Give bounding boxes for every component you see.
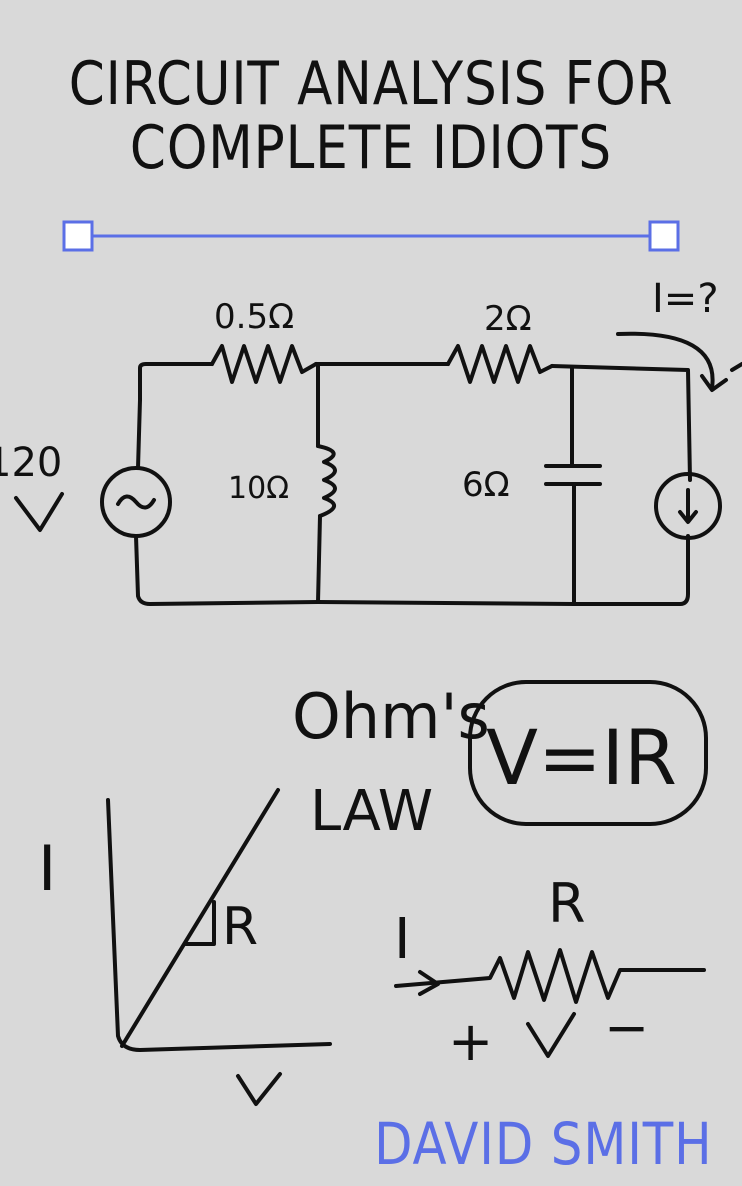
label-current-unknown: I=? bbox=[652, 276, 719, 322]
cover-title: CIRCUIT ANALYSIS FOR COMPLETE IDIOTS bbox=[52, 52, 690, 180]
polarity-plus: + bbox=[448, 1010, 493, 1073]
resistor-r-label: R bbox=[548, 872, 586, 935]
circuit-diagram bbox=[14, 331, 742, 606]
author-name: DAVID SMITH bbox=[373, 1110, 712, 1178]
wire-bottom bbox=[316, 534, 690, 606]
ohms-heading-line-1: Ohm's bbox=[292, 680, 490, 753]
label-capacitor: 6Ω bbox=[462, 465, 510, 505]
selection-handle-left[interactable] bbox=[62, 220, 94, 252]
graph-slope-label: R bbox=[222, 897, 258, 957]
circuit-labels: 0.5Ω 2Ω 10Ω 6Ω I=? 120 bbox=[0, 276, 719, 506]
wire-left-lower bbox=[134, 534, 320, 606]
ac-wave-icon bbox=[116, 494, 156, 510]
label-r-0-5: 0.5Ω bbox=[214, 297, 294, 337]
ohms-formula: V=IR bbox=[486, 713, 677, 802]
wire-left-upper bbox=[136, 398, 142, 470]
current-pointer-arrow-icon bbox=[616, 331, 728, 392]
wire-top-right bbox=[550, 364, 692, 482]
resistor-current-label: I bbox=[394, 907, 411, 972]
graph-y-label: I bbox=[38, 832, 56, 905]
current-arrow-icon bbox=[418, 970, 440, 996]
ohms-law-block: Ohm's LAW V=IR bbox=[292, 680, 708, 844]
label-inductor: 10Ω bbox=[228, 471, 289, 506]
resistor-0-5-ohm bbox=[210, 344, 318, 384]
arrow-down-icon bbox=[678, 488, 698, 524]
volt-mark bbox=[14, 492, 64, 532]
selection-bar[interactable] bbox=[62, 220, 680, 252]
inductor-coil bbox=[316, 444, 337, 518]
label-source-voltage: 120 bbox=[0, 440, 62, 486]
title-line-1: CIRCUIT ANALYSIS FOR bbox=[68, 49, 674, 119]
current-source-symbol bbox=[654, 472, 722, 540]
slope-triangle bbox=[184, 900, 216, 946]
polarity-minus: − bbox=[604, 996, 649, 1059]
resistor-zigzag bbox=[394, 948, 706, 1004]
selection-handle-right[interactable] bbox=[648, 220, 680, 252]
ohms-heading-line-2: LAW bbox=[310, 779, 433, 844]
formula-box bbox=[468, 680, 708, 826]
resistor-2-ohm bbox=[446, 344, 554, 384]
x-axis-v-mark bbox=[236, 1072, 282, 1106]
capacitor-plates bbox=[544, 464, 602, 486]
title-line-2: COMPLETE IDIOTS bbox=[129, 113, 613, 183]
voltage-v-mark bbox=[526, 1012, 576, 1058]
graph-axes bbox=[106, 798, 332, 1052]
graph-line bbox=[120, 788, 280, 1048]
iv-graph bbox=[106, 788, 332, 1106]
wire-top-left bbox=[138, 362, 214, 402]
label-r-2: 2Ω bbox=[484, 299, 532, 339]
wire-inductor-bottom bbox=[316, 514, 322, 604]
resistor-diagram bbox=[394, 948, 706, 1058]
